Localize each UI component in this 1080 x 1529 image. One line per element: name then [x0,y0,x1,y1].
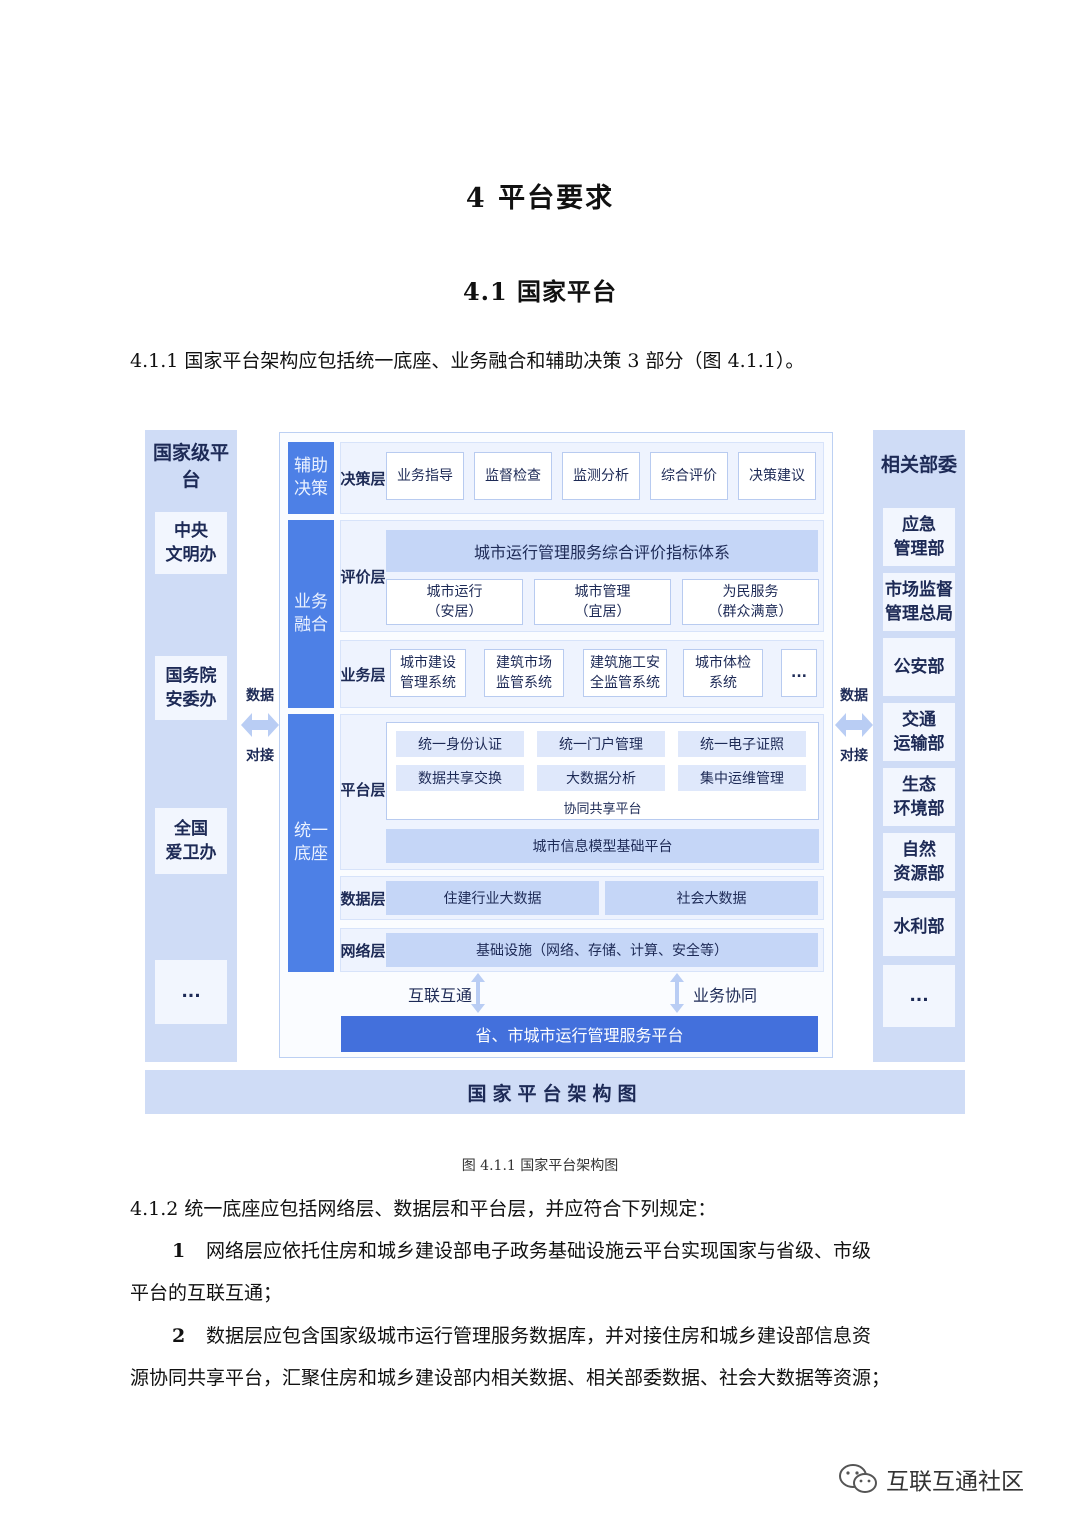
section-heading: 4.1 国家平台 [462,277,618,306]
platform-item: 大数据分析 [537,765,665,791]
platform-item: 统一门户管理 [537,731,665,757]
watermark-logo: 互联互通社区 [838,1462,1024,1496]
decision-item: 决策建议 [738,452,816,500]
double-arrow-icon [835,713,873,737]
vertical-arrow-icon [471,973,485,1013]
right-connector-top: 数据 [840,688,868,704]
left-connector-top: 数据 [246,688,274,704]
province-platform-bar: 省、市城市运行管理服务平台 [341,1016,818,1052]
layer-label-decision: 决策层 [340,469,386,488]
link-left-label: 互联互通 [407,986,472,1005]
right-item-7: 水利部 [883,898,955,956]
right-item-6: 自然 资源部 [883,833,955,891]
left-item-4: ... [155,960,227,1024]
left-item-3: 全国 爱卫办 [155,808,227,874]
decision-item: 综合评价 [650,452,728,500]
diagram-bottom-title: 国家平台架构图 [145,1070,965,1114]
eval-header: 城市运行管理服务综合评价指标体系 [386,530,818,572]
right-item-2: 市场监督 管理总局 [883,573,955,631]
watermark-text: 互联互通社区 [886,1469,1024,1495]
figure-caption: 图 4.1.1 国家平台架构图 [461,1158,619,1174]
chapter-heading: 4 平台要求 [465,183,615,214]
layer-label-data: 数据层 [340,889,386,908]
eval-item: 城市运行 （安居） [386,579,523,625]
list-item-text: 网络层应依托住房和城乡建设部电子政务基础设施云平台实现国家与省级、市级 [206,1240,872,1262]
business-item: 建筑施工安 全监管系统 [583,649,667,697]
left-connector-bottom: 对接 [246,748,274,764]
list-item-2: 2 数据层应包含国家级城市运行管理服务数据库，并对接住房和城乡建设部信息资 [130,1315,980,1357]
layer-label-platform: 平台层 [340,780,386,799]
group-base: 统一 底座 [288,714,334,972]
collab-platform-caption: 协同共享平台 [563,801,642,817]
group-decision: 辅助 决策 [288,442,334,514]
list-item-number: 2 [172,1325,186,1347]
left-item-1: 中央 文明办 [155,512,227,574]
right-item-3: 公安部 [883,638,955,696]
link-right-label: 业务协同 [692,986,757,1005]
list-item-2-cont: 源协同共享平台，汇聚住房和城乡建设部内相关数据、相关部委数据、社会大数据等资源； [130,1367,891,1389]
right-item-5: 生态 环境部 [883,768,955,826]
layer-label-business: 业务层 [340,665,386,684]
business-item: 城市建设 管理系统 [390,649,466,697]
paragraph-4-1-2: 4.1.2 统一底座应包括网络层、数据层和平台层，并应符合下列规定： [130,1198,717,1220]
cim-platform: 城市信息模型基础平台 [386,829,819,863]
decision-item: 监测分析 [562,452,640,500]
platform-item: 集中运维管理 [678,765,806,791]
group-business: 业务 融合 [288,520,334,708]
list-item-1-cont: 平台的互联互通； [130,1282,283,1304]
layer-label-network: 网络层 [340,941,386,960]
double-arrow-icon [241,713,279,737]
platform-item: 统一身份认证 [396,731,524,757]
decision-item: 业务指导 [386,452,464,500]
right-item-4: 交通 运输部 [883,703,955,761]
list-item-1: 1 网络层应依托住房和城乡建设部电子政务基础设施云平台实现国家与省级、市级 [130,1230,980,1272]
eval-item: 城市管理 （宜居） [534,579,671,625]
layer-label-eval: 评价层 [340,567,386,586]
paragraph-4-1-1: 4.1.1 国家平台架构应包括统一底座、业务融合和辅助决策 3 部分（图 4.1… [130,350,805,372]
business-item: 城市体检 系统 [683,649,763,697]
decision-item: 监督检查 [474,452,552,500]
platform-item: 统一电子证照 [678,731,806,757]
wechat-icon [839,1464,877,1493]
platform-item: 数据共享交换 [396,765,524,791]
right-column-title: 相关部委 [880,453,957,476]
architecture-diagram: 国家级平台 中央 文明办 国务院 安委办 全国 爱卫办 ... 数据 对接 相关… [145,430,965,1115]
data-item: 社会大数据 [605,881,818,915]
right-connector-bottom: 对接 [840,748,868,764]
data-item: 住建行业大数据 [386,881,599,915]
vertical-arrow-icon [670,973,684,1013]
right-item-8: ... [883,965,955,1027]
list-item-number: 1 [172,1240,186,1262]
left-column-title: 国家级平台 [152,442,229,491]
network-item: 基础设施（网络、存储、计算、安全等） [386,933,818,967]
list-item-text: 数据层应包含国家级城市运行管理服务数据库，并对接住房和城乡建设部信息资 [206,1325,872,1347]
left-item-2: 国务院 安委办 [155,656,227,720]
business-item-more: ... [781,649,817,697]
right-item-1: 应急 管理部 [883,508,955,566]
business-item: 建筑市场 监管系统 [484,649,564,697]
eval-item: 为民服务 （群众满意） [682,579,819,625]
